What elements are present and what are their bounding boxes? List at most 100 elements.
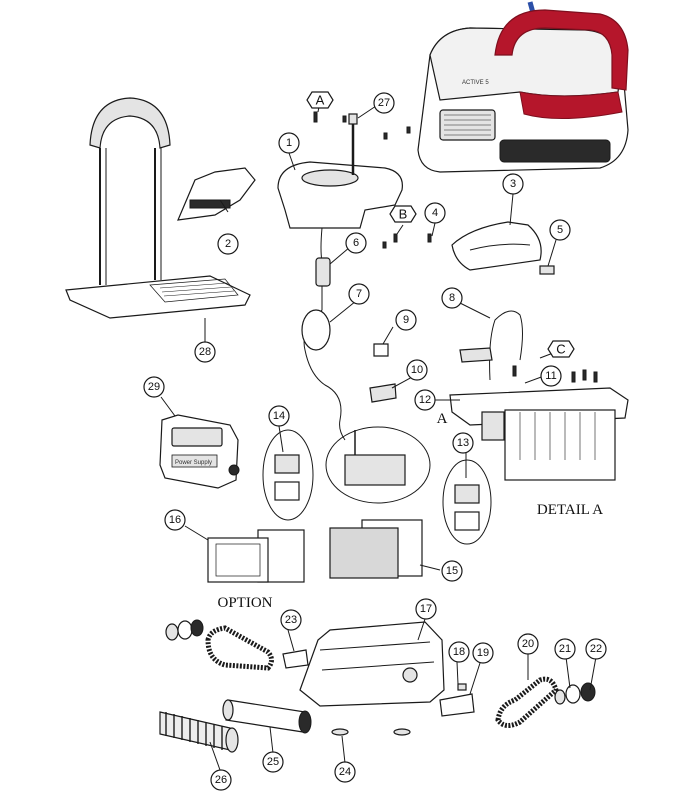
detail-circle — [325, 426, 431, 504]
callout-label-20: 20 — [522, 638, 534, 650]
callout-18: 18 — [448, 641, 470, 663]
callout-16: 16 — [164, 509, 186, 531]
callout-label-18: 18 — [453, 646, 465, 658]
callout-label-17: 17 — [420, 603, 432, 615]
callout-label-21: 21 — [559, 643, 571, 655]
callout-label-23: 23 — [285, 614, 297, 626]
caddy-handle — [89, 97, 171, 149]
callout-label-11: 11 — [545, 370, 556, 382]
callout-14: 14 — [268, 405, 290, 427]
swivel-stem-cap — [348, 113, 358, 125]
callout-11: 11 — [540, 365, 562, 387]
callout-27: 27 — [373, 92, 395, 114]
top-cover-ridge — [469, 243, 531, 251]
detail-marker: A — [437, 411, 448, 427]
callout-label-7: 7 — [356, 288, 362, 300]
filter-panel-16-window — [215, 543, 261, 577]
cable-lower — [303, 286, 346, 441]
filter-cartridge-top-14 — [274, 454, 300, 474]
screw-tag-c-label: C — [556, 342, 565, 357]
callout-3: 3 — [502, 173, 524, 195]
power-supply-body — [159, 414, 239, 489]
track-right — [495, 676, 559, 728]
callout-19: 19 — [472, 642, 494, 664]
filter-panel-15-front — [329, 527, 399, 579]
callout-label-15: 15 — [446, 565, 458, 577]
callout-label-2: 2 — [225, 238, 231, 250]
callout-label-14: 14 — [273, 410, 285, 422]
chassis — [299, 621, 445, 707]
callout-25: 25 — [262, 751, 284, 773]
callout-29: 29 — [143, 376, 165, 398]
option-caption: OPTION — [218, 595, 273, 611]
callout-7: 7 — [348, 283, 370, 305]
callout-21: 21 — [554, 638, 576, 660]
clip-24a — [331, 728, 349, 736]
filter-circle-13 — [442, 459, 492, 545]
callout-28: 28 — [194, 341, 216, 363]
callout-17: 17 — [415, 598, 437, 620]
callout-label-6: 6 — [353, 237, 359, 249]
screw-tag-a-label: A — [316, 93, 325, 108]
cable-grommet — [459, 347, 493, 363]
screw-4 — [427, 233, 432, 243]
detail-a-caption: DETAIL A — [537, 502, 603, 518]
callouts: 1 2 3 4 5 6 7 8 9 10 11 12 13 14 15 16 1… — [143, 92, 607, 791]
callout-label-12: 12 — [419, 394, 431, 406]
callout-label-27: 27 — [378, 97, 390, 109]
callout-label-25: 25 — [267, 756, 279, 768]
callout-label-28: 28 — [199, 346, 211, 358]
cable-float — [301, 309, 331, 351]
filter-panel-option — [207, 529, 305, 583]
callout-1: 1 — [278, 132, 300, 154]
side-bracket-23 — [282, 649, 309, 669]
robot-handle — [494, 9, 629, 91]
callout-label-5: 5 — [557, 224, 563, 236]
callout-13: 13 — [452, 432, 474, 454]
wheel-set-left — [165, 619, 204, 641]
screws-c — [512, 365, 598, 383]
motor-box — [504, 409, 616, 481]
callout-6: 6 — [345, 232, 367, 254]
callout-9: 9 — [395, 309, 417, 331]
callout-8: 8 — [441, 287, 463, 309]
power-supply-label-plate — [171, 454, 218, 468]
part-10 — [369, 383, 397, 403]
caddy-base-tray — [149, 278, 239, 303]
callout-12: 12 — [414, 389, 436, 411]
screw-tag-b-label: B — [399, 207, 408, 222]
callout-label-22: 22 — [590, 643, 602, 655]
callout-label-29: 29 — [148, 381, 160, 393]
callout-label-19: 19 — [477, 647, 489, 659]
callout-4: 4 — [424, 202, 446, 224]
chassis-rib-1 — [319, 641, 431, 651]
motor-unit — [449, 310, 629, 481]
roller — [222, 699, 312, 734]
caddy-clip-body — [177, 167, 256, 221]
callout-5: 5 — [549, 219, 571, 241]
filter-cartridge-bottom-14 — [274, 481, 300, 501]
swivel-top-ring — [301, 169, 359, 187]
power-supply-knob — [228, 464, 240, 476]
robot-side-panel — [519, 91, 623, 119]
callout-10: 10 — [406, 359, 428, 381]
power-supply: Power Supply — [159, 414, 240, 489]
motor-box-ribs — [519, 412, 596, 460]
motor-connector-small — [344, 430, 406, 486]
screw-tags: A B C — [306, 91, 575, 358]
callout-label-3: 3 — [510, 178, 516, 190]
pva-brush — [159, 711, 239, 753]
part-9 — [373, 343, 389, 357]
clip-24b — [393, 728, 411, 736]
callout-label-1: 1 — [286, 137, 292, 149]
caddy-base-grille — [159, 282, 235, 297]
power-supply-brand: Power Supply — [175, 460, 212, 466]
callout-label-10: 10 — [411, 364, 423, 376]
brush-bristles — [165, 712, 223, 750]
impeller-housing — [481, 411, 505, 441]
caddy-base — [65, 275, 251, 319]
callout-label-9: 9 — [403, 314, 409, 326]
top-cover — [451, 221, 542, 271]
filter-cartridge-bottom-13 — [454, 511, 480, 531]
